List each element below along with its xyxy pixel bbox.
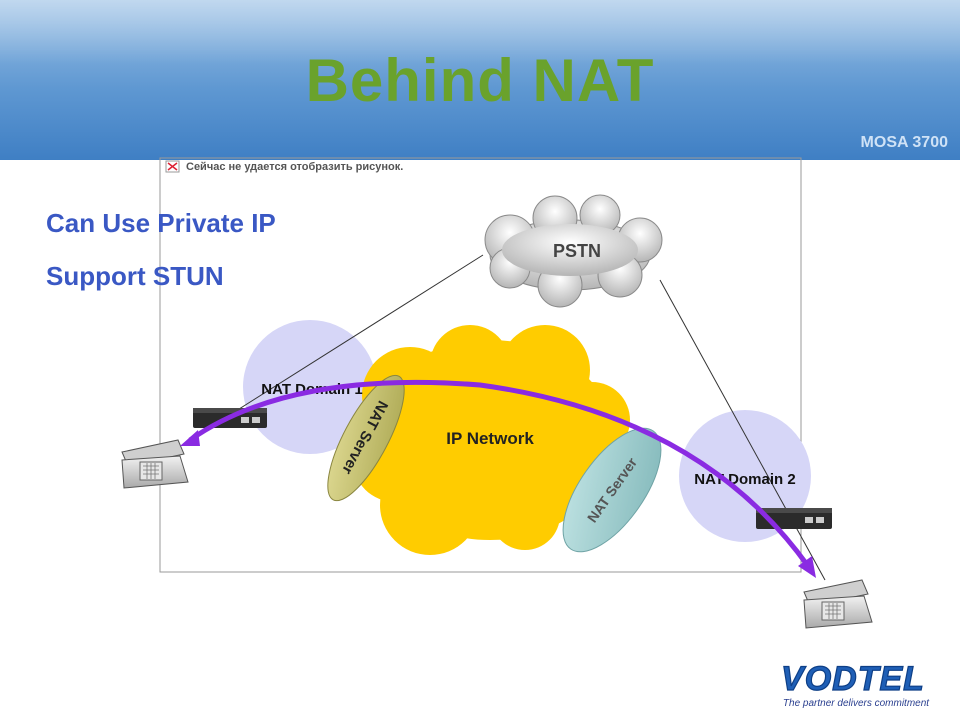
nat-server-2: NAT Server	[562, 427, 662, 553]
pstn-cloud-fill	[502, 224, 638, 276]
phone-left-icon	[121, 439, 189, 489]
banner-shine	[0, 0, 960, 64]
svg-text:VODTEL: VODTEL	[781, 660, 925, 698]
arrow-right-icon	[798, 556, 816, 578]
vodtel-logo: VODTEL The partner delivers commitment	[780, 659, 930, 709]
bullet-item: Support STUN	[46, 261, 224, 291]
arrow-left-icon	[180, 430, 200, 446]
nat-domain-2-label: NAT Domain 2	[694, 471, 795, 488]
pstn-label: PSTN	[553, 241, 601, 261]
svg-text:The partner delivers commitmen: The partner delivers commitment	[783, 698, 930, 709]
picture-frame	[159, 157, 802, 573]
product-label: MOSA 3700	[860, 134, 948, 151]
nat-domain-1-area	[243, 320, 377, 454]
title-banner	[0, 0, 960, 160]
broken-image-text: Сейчас не удается отобразить рисунок.	[186, 161, 403, 173]
slide-title: Behind NAT	[305, 47, 655, 114]
broken-image-cross-icon	[167, 162, 178, 171]
phone-right-icon	[803, 579, 873, 629]
bullet-list: Can Use Private IP Support STUN	[46, 208, 276, 314]
pstn-link-right	[659, 279, 826, 581]
call-path-arc	[188, 379, 811, 568]
ip-network-label: IP Network	[446, 429, 534, 448]
bullet-item: Can Use Private IP	[46, 208, 276, 238]
